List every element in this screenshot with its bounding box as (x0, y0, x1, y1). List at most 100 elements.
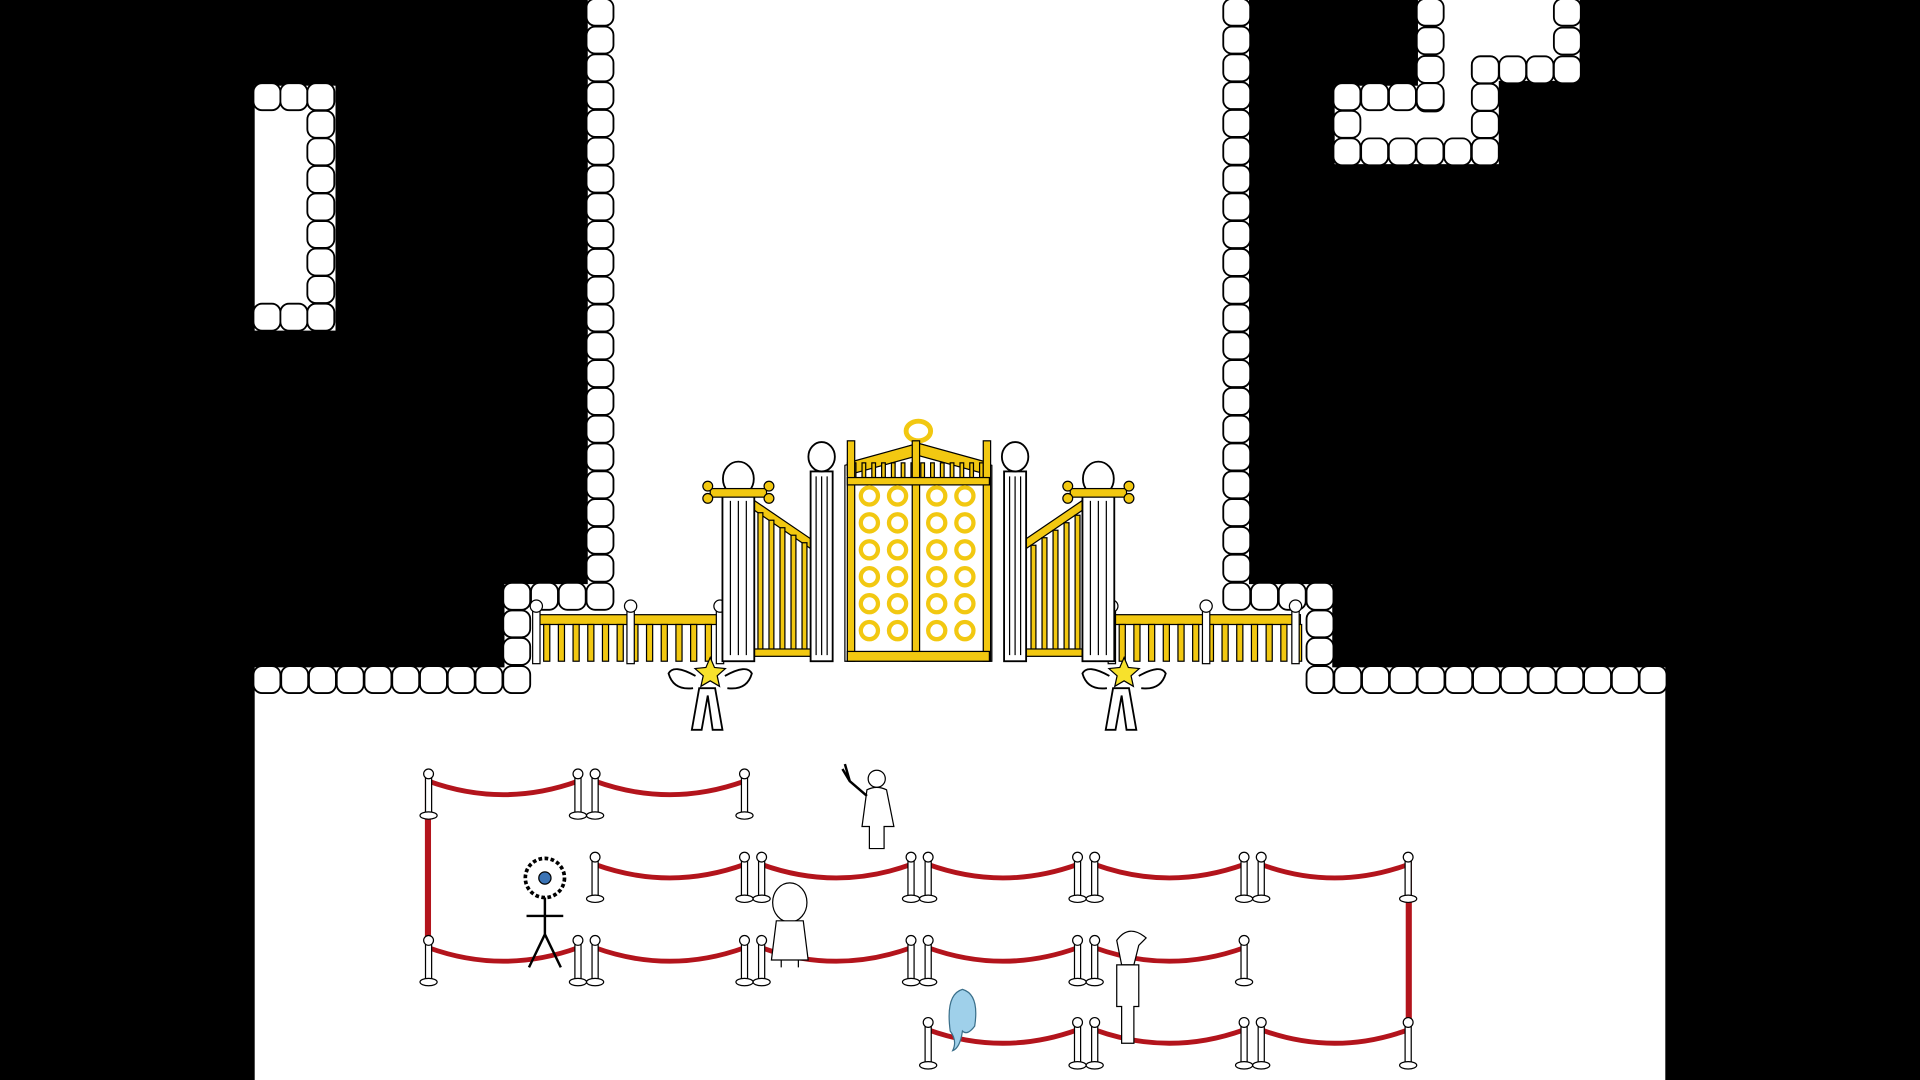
cloud-bump (1222, 25, 1252, 55)
cloud-bump (1305, 665, 1335, 694)
stanchion-base (585, 894, 605, 904)
cloud-bump (1332, 109, 1362, 139)
stanchion-post (740, 939, 749, 983)
cloud-bump (1360, 137, 1389, 167)
gate-scroll (858, 619, 881, 642)
rope-barriers (419, 768, 1418, 1070)
cloud-bump (306, 275, 336, 304)
stanchion-post (591, 939, 599, 983)
cloud-bump (585, 386, 615, 416)
cloud-bump (306, 137, 336, 167)
stanchion-cap (589, 934, 601, 946)
stanchion-cap (905, 934, 917, 946)
main-gate-top-bar (930, 462, 935, 479)
velvet-rope-vertical (424, 777, 432, 943)
velvet-rope (1260, 1027, 1410, 1046)
stanchion-cap (1072, 1016, 1084, 1028)
cloud-bump (1472, 665, 1501, 694)
main-gate-top-bar (969, 462, 975, 479)
cloud-bump (585, 164, 615, 194)
railing-bar-vertical (1133, 623, 1141, 662)
gate-side-bar (757, 512, 764, 656)
cloud-bump (1222, 414, 1252, 444)
tall-body (1116, 964, 1140, 1044)
gate-scroll (926, 619, 948, 642)
stanchion-post (757, 939, 766, 983)
bone-knob (1062, 492, 1074, 504)
gate-scroll (954, 619, 976, 642)
stanchion-cap (1238, 1016, 1250, 1028)
stanchion-base (568, 811, 588, 820)
stanchion-post (1404, 1021, 1412, 1066)
stanchion-base (735, 977, 754, 987)
gate-scroll (858, 592, 881, 615)
railing-bar-vertical (557, 623, 566, 662)
stanchion-cap (756, 851, 768, 863)
stanchion-base (1252, 894, 1271, 904)
cloud-bump (1250, 581, 1279, 611)
cloud-bump (585, 525, 615, 555)
railing-post (626, 607, 635, 665)
cloud-bump (585, 581, 615, 611)
stanchion-base (901, 894, 921, 904)
cloud-bump (585, 470, 615, 500)
stanchion-cap (1089, 934, 1101, 946)
person-head (867, 769, 886, 788)
gate-scroll (954, 539, 976, 561)
cloud-bump (279, 302, 309, 332)
stanchion-post (1257, 856, 1265, 900)
stanchion-post (924, 856, 932, 900)
gate-scroll (886, 619, 909, 642)
cloud-bump (1415, 82, 1445, 112)
stanchion-cap (905, 851, 917, 863)
stanchion-post (924, 1021, 932, 1066)
stanchion-base (1234, 894, 1254, 904)
cloud-bump (306, 109, 336, 139)
stanchion-cap (572, 934, 584, 946)
ghost-icon (948, 988, 977, 1052)
cloud-bump (391, 665, 421, 694)
cloud-bump (1443, 137, 1473, 167)
cloud-bump (1470, 82, 1500, 112)
cloud-bump (252, 302, 282, 332)
stanchion-base (1398, 894, 1418, 904)
cloud-bump (1583, 665, 1612, 694)
cloud-bump (306, 165, 336, 194)
cloud-bump (585, 248, 615, 277)
cloud-bump (585, 25, 615, 55)
stanchion-base (1068, 894, 1087, 904)
velvet-rope (1093, 945, 1245, 964)
gate-side-base (1025, 648, 1085, 657)
cloud-bump (306, 192, 336, 222)
guard-legs (690, 687, 724, 731)
guard-arms (1081, 668, 1167, 690)
bone-ornament (1069, 487, 1128, 498)
cloud-bump (1415, 26, 1445, 56)
stanchion-post (1240, 1021, 1248, 1066)
stanchion-base (752, 894, 771, 904)
cloud-bump (1470, 110, 1500, 139)
cloud-bump (474, 665, 504, 694)
velvet-rope (594, 945, 746, 964)
stanchion-base (735, 811, 754, 820)
gate-side-base (752, 648, 812, 657)
stanchion-post (1091, 856, 1099, 900)
gate-scroll (954, 512, 976, 534)
railing-bar-vertical (704, 623, 713, 662)
main-gate-stile (846, 440, 856, 662)
gate-scroll (858, 566, 881, 588)
railing-bar-vertical (1192, 623, 1200, 662)
railing-bar-vertical (587, 623, 595, 662)
cloud-bump (1222, 498, 1252, 527)
stanchion-post (574, 773, 582, 817)
stanchion-cap (572, 768, 584, 780)
cloud-bump (1361, 665, 1390, 694)
velvet-rope (760, 862, 912, 881)
cloud-bump (1552, 0, 1582, 27)
bone-knob (1062, 480, 1074, 492)
main-gate-stile (982, 440, 992, 662)
stanchion-post (591, 856, 599, 900)
velvet-rope (594, 862, 746, 881)
stanchion-base (1252, 1061, 1271, 1070)
